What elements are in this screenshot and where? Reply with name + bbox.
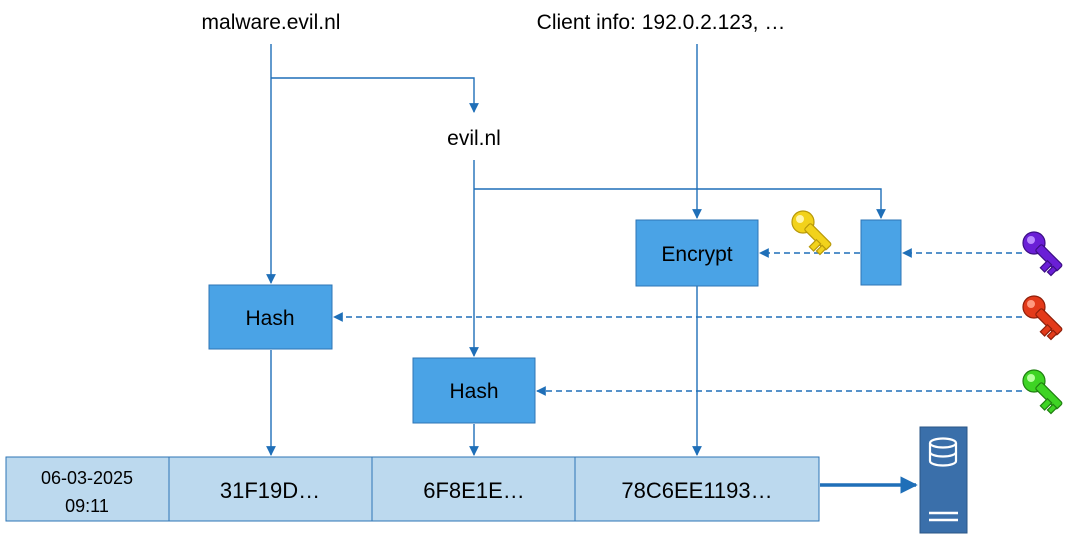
record-cell-cipher — [574, 456, 820, 522]
encrypt-box: Encrypt — [635, 219, 759, 287]
record-time: 09:11 — [65, 496, 109, 516]
domain-label: malware.evil.nl — [202, 11, 341, 34]
hash-left-label: Hash — [245, 307, 294, 330]
record-hash2: 6F8E1E… — [423, 478, 525, 503]
parent-domain-label: evil.nl — [447, 127, 501, 150]
key-derivation-box — [860, 219, 902, 286]
record-date: 06-03-2025 — [41, 468, 133, 488]
record-hash1: 31F19D… — [220, 478, 320, 503]
hash-box-middle: Hash — [412, 357, 536, 424]
connector-domain-to-parent — [271, 77, 479, 113]
record-cell-hash2 — [371, 456, 576, 522]
encrypt-label: Encrypt — [661, 243, 732, 266]
yellow-key-icon — [791, 210, 833, 256]
database-server-icon — [919, 426, 968, 534]
hash-mid-label: Hash — [449, 380, 498, 403]
record-cell-timestamp — [5, 456, 170, 522]
hash-box-left: Hash — [208, 284, 333, 350]
connector-parent-to-keybox — [474, 188, 886, 219]
client-info-label: Client info: 192.0.2.123, … — [537, 11, 786, 34]
record-cell-hash1 — [168, 456, 373, 522]
log-record: 06-03-2025 09:11 31F19D… 6F8E1E… 78C6EE1… — [5, 456, 820, 522]
red-key-icon — [1022, 295, 1064, 341]
green-key-icon — [1022, 369, 1064, 415]
record-cipher: 78C6EE1193… — [621, 478, 772, 503]
purple-key-icon — [1022, 231, 1064, 277]
